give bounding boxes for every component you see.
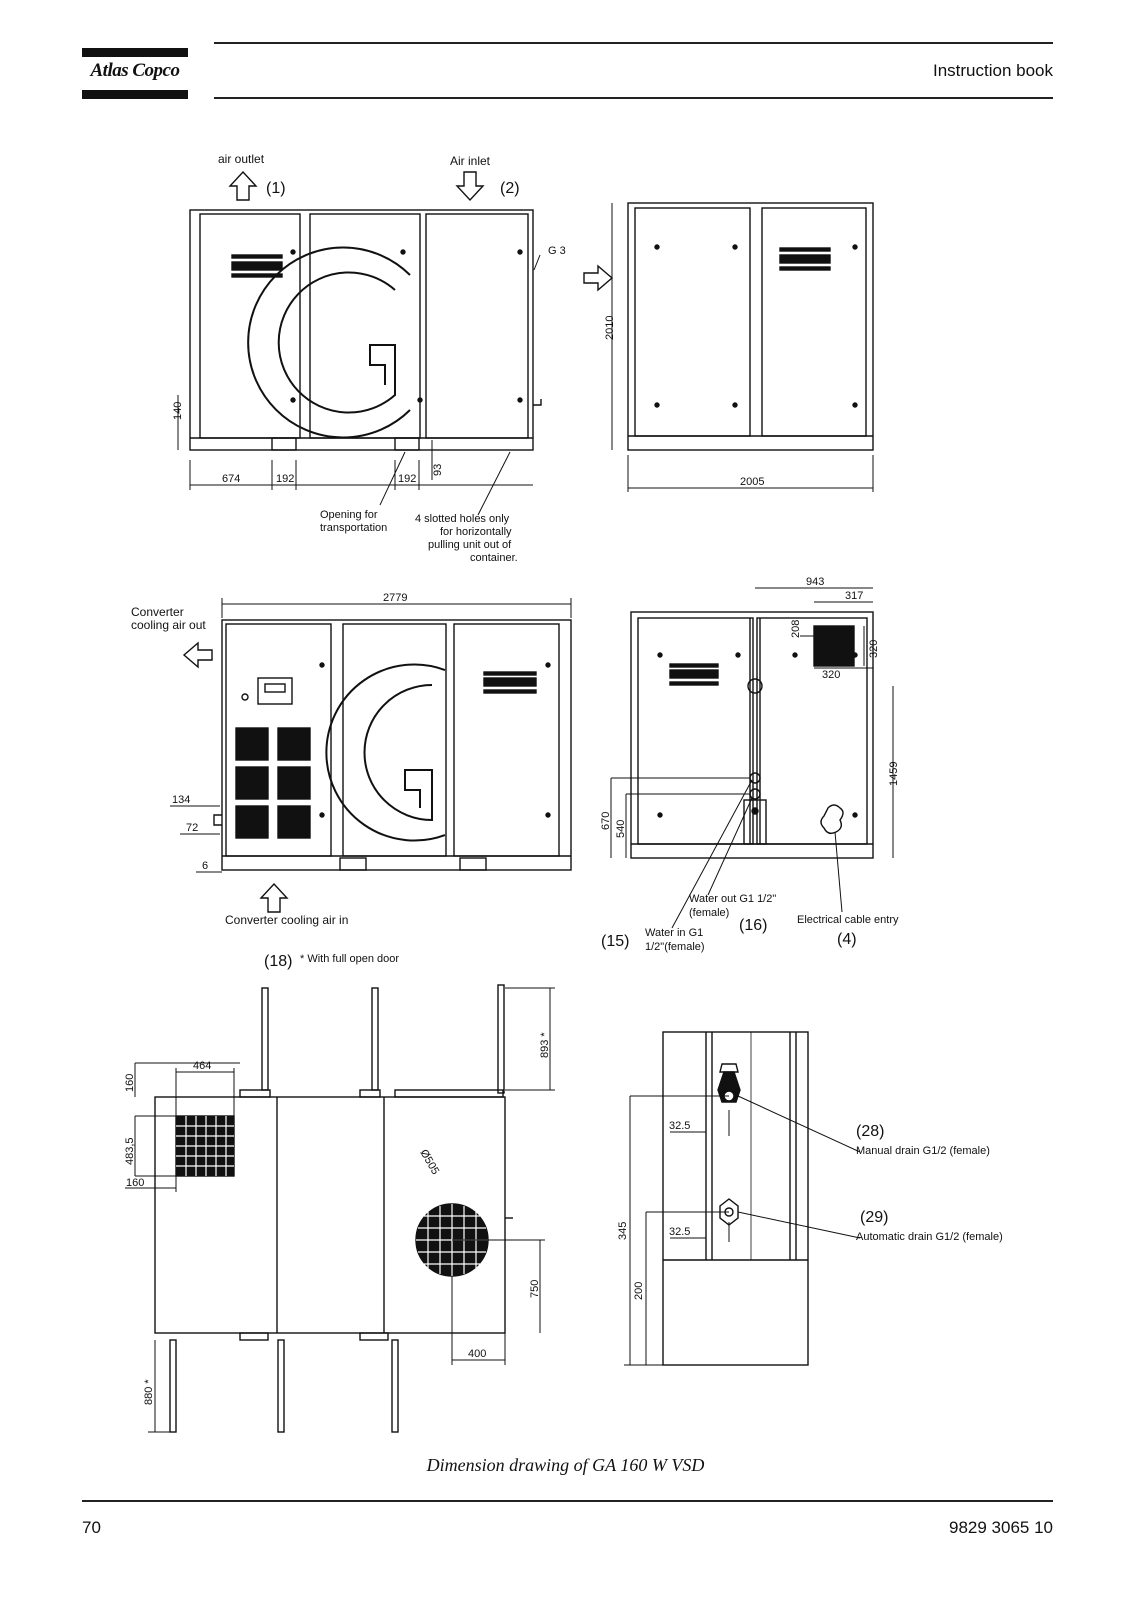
converter-in-label: Converter cooling air in [225,913,348,927]
cable-entry-label: Electrical cable entry [797,914,899,926]
header-rule-top [214,42,1053,44]
dim-943: 943 [806,576,824,588]
dim-540: 540 [615,820,627,838]
dim-505: Ø505 [417,1148,441,1177]
control-panel-icon [257,677,293,705]
water-in-label-2: 1/2"(female) [645,941,705,953]
slotted-label-1: 4 slotted holes only [415,513,510,525]
front-view [177,170,542,516]
dim-670: 670 [600,812,612,830]
side-view [583,202,874,492]
full-door-note: * With full open door [300,953,399,965]
side-arrow-icon [583,264,614,292]
air-inlet-arrow-icon [455,171,485,202]
converter-out-arrow-icon [182,641,213,669]
converter-in-arrow-icon [259,882,289,913]
dim-893: 893 * [539,1032,551,1058]
dim-160a: 160 [124,1074,136,1092]
dim-72: 72 [186,822,198,834]
dim-464: 464 [193,1060,211,1072]
ref-18: (18) [264,953,292,970]
converter-out-label-2: cooling air out [131,618,206,632]
footer-rule [82,1500,1053,1502]
dim-674: 674 [222,473,240,485]
dim-320b: 320 [822,669,840,681]
ref-28: (28) [856,1123,884,1140]
ref-4: (4) [837,931,857,948]
ref-15: (15) [601,933,629,950]
dim-750: 750 [529,1280,541,1298]
air-inlet-label: Air inlet [450,154,491,168]
document-title: Instruction book [932,61,1053,80]
dim-134: 134 [172,794,190,806]
atlas-badge-icon [231,261,283,271]
dim-345: 345 [617,1222,629,1240]
converter-front-view [170,598,572,913]
dimension-drawing: air outlet Air inlet (1) (2) G 3 140 674… [124,152,1003,1433]
figure-caption: Dimension drawing of GA 160 W VSD [426,1455,705,1475]
ref-1: (1) [266,180,286,197]
rear-view [610,587,894,929]
dim-2010: 2010 [604,316,616,340]
dim-483: 483,5 [124,1137,136,1165]
dim-2005: 2005 [740,476,764,488]
manual-drain-label: Manual drain G1/2 (female) [856,1145,990,1157]
water-out-label-1: Water out G1 1/2" [689,893,776,905]
dim-32a: 32.5 [669,1120,690,1132]
slotted-label-2: for horizontally [440,526,512,538]
dim-192b: 192 [398,473,416,485]
dim-208: 208 [790,620,802,638]
ref-29: (29) [860,1209,888,1226]
g3-label: G 3 [548,245,566,257]
header-rule-bottom [214,97,1053,99]
document-number: 9829 3065 10 [949,1518,1053,1537]
brand-name: Atlas Copco [90,60,180,81]
dim-317: 317 [845,590,863,602]
dim-160b: 160 [126,1177,144,1189]
water-in-label-1: Water in G1 [645,927,703,939]
slotted-label-3: pulling unit out of [428,539,512,551]
air-outlet-arrow-icon [228,170,258,201]
ref-16: (16) [739,917,767,934]
page-number: 70 [82,1518,101,1537]
ref-2: (2) [500,180,520,197]
dim-200: 200 [633,1282,645,1300]
dim-6: 6 [202,860,208,872]
water-out-label-2: (female) [689,907,729,919]
dim-880: 880 * [143,1379,155,1405]
dim-400: 400 [468,1348,486,1360]
brand-logo: Atlas Copco [82,48,188,100]
dim-1459: 1459 [888,762,900,786]
cable-entry-icon [820,804,844,835]
dim-93: 93 [432,464,444,476]
slotted-label-4: container. [470,552,518,564]
converter-out-label-1: Converter [131,605,184,619]
air-outlet-label: air outlet [218,152,265,166]
automatic-drain-icon [719,1198,739,1226]
drain-detail-view [624,1031,861,1366]
dim-2779: 2779 [383,592,407,604]
opening-label-2: transportation [320,522,387,534]
dim-192a: 192 [276,473,294,485]
top-view [125,984,555,1433]
automatic-drain-label: Automatic drain G1/2 (female) [856,1231,1003,1243]
dim-320a: 320 [868,640,880,658]
dim-32b: 32.5 [669,1226,690,1238]
dim-140: 140 [172,402,184,420]
opening-label-1: Opening for [320,509,378,521]
